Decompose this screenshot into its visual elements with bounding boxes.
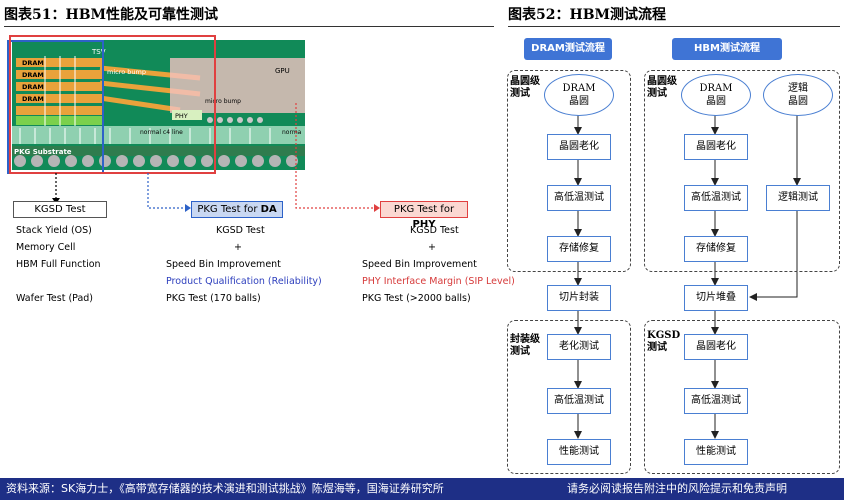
dram-temp-step: 高低温测试 [547,185,611,211]
col2-item: KGSD Test [216,225,265,236]
col1-item: Stack Yield (OS) [16,225,92,236]
col2-item: + [234,242,242,253]
footer-bar: 资料来源：SK海力士，《高带宽存储器的技术演进和测试挑战》陈煜海等，国海证券研究… [0,478,844,500]
col3-item-highlight: PHY Interface Margin (SIP Level) [362,276,515,287]
title-rule [508,26,840,27]
dram-package-level-group [507,320,631,474]
hbm-repair-step: 存储修复 [684,236,748,262]
dram-stack [16,58,102,125]
micro-bump-label-2: micro bump [205,98,241,105]
col3-item: Speed Bin Improvement [362,259,477,270]
phy-block [172,110,202,120]
hbm-wafer-level-group [644,70,840,272]
dram-pkg-temp-step: 高低温测试 [547,388,611,414]
hbm-logic-wafer-text: 逻辑 晶圆 [788,83,808,107]
dram-flow-header: DRAM测试流程 [524,38,612,60]
hbm-pkg-aging-step: 晶圆老化 [684,334,748,360]
figure-51-title: 图表51：HBM性能及可靠性测试 [4,7,219,23]
hbm-aging-step: 晶圆老化 [684,134,748,160]
normal-label: norma [282,129,302,136]
interposer-lines [19,128,271,144]
hbm-cross-section-diagram: PKG Substrate normal c4 line norma DRAM … [7,35,380,212]
tsv-label: TSV [91,48,106,56]
pkg-test-da-box: PKG Test for DA [191,201,283,218]
col2-item-highlight: Product Qualification (Reliability) [166,276,322,287]
da-connector [147,173,185,209]
col3-item: PKG Test (>2000 balls) [362,293,471,304]
pkg-substrate-label: PKG Substrate [14,148,72,156]
hbm-temp-step: 高低温测试 [684,185,748,211]
hbm-logic-test-step: 逻辑测试 [766,185,830,211]
micro-bump-label: micro bump [107,68,146,76]
col1-item: HBM Full Function [16,259,101,270]
col1-item: Memory Cell [16,242,76,253]
dram-dice-step: 切片封装 [547,285,611,311]
pkg-test-da-prefix: PKG Test for [197,204,261,215]
dram-wafer-node: DRAM 晶圆 [544,74,614,116]
hbm-stack-step: 切片堆叠 [684,285,748,311]
pkg-test-phy-bold: PHY [412,219,436,230]
pkg-substrate-bar [12,146,305,156]
figure-52-title: 图表52：HBM测试流程 [508,7,667,23]
dram-label-4: DRAM [22,95,44,103]
gpu-label: GPU [275,67,290,75]
gpu-bumps [207,117,263,123]
dram-label-2: DRAM [22,71,44,79]
dram-package-level-label: 封装级 测试 [510,334,540,357]
dram-perf-step: 性能测试 [547,439,611,465]
hbm-pkg-temp-step: 高低温测试 [684,388,748,414]
col2-item: PKG Test (170 balls) [166,293,261,304]
pkg-test-phy-box: PKG Test for PHY [380,201,468,230]
pkg-test-phy-prefix: PKG Test for [393,204,455,215]
da-outline [9,35,216,174]
interposer [12,126,305,144]
hbm-kgsd-level-label: KGSD 测试 [647,330,681,353]
solder-balls [14,155,298,167]
dram-repair-step: 存储修复 [547,236,611,262]
footer-disclaimer: 请务必阅读报告附注中的风险提示和免责声明 [567,482,787,495]
col1-item: Wafer Test (Pad) [16,293,94,304]
phy-label: PHY [175,112,188,120]
hbm-flow-header: HBM测试流程 [672,38,782,60]
phy-connector [295,103,374,209]
dram-label-3: DRAM [22,83,44,91]
kgsd-test-box: KGSD Test [13,201,107,218]
hbm-dram-wafer-text: DRAM 晶圆 [699,83,733,107]
col3-item: + [428,242,436,253]
dram-pkg-aging-step: 老化测试 [547,334,611,360]
dram-aging-step: 晶圆老化 [547,134,611,160]
title-rule [4,26,494,27]
dram-wafer-level-group [507,70,631,272]
col3-item: KGSD Test [410,225,459,236]
col2-item: Speed Bin Improvement [166,259,281,270]
pkg-test-da-bold: DA [260,204,277,215]
hbm-wafer-level-label: 晶圆级 测试 [647,76,677,99]
footer-source: 资料来源：SK海力士，《高带宽存储器的技术演进和测试挑战》陈煜海等，国海证券研究… [6,482,444,495]
hbm-logic-wafer-node: 逻辑 晶圆 [763,74,833,116]
flow-arrows [574,114,801,439]
dram-wafer-level-label: 晶圆级 测试 [510,76,540,99]
normal-c4-label: normal c4 line [140,129,183,136]
hbm-kgsd-level-group [644,320,840,474]
tsv-pins [44,56,76,126]
hbm-perf-step: 性能测试 [684,439,748,465]
hbm-dram-wafer-node: DRAM 晶圆 [681,74,751,116]
dram-label-1: DRAM [22,59,44,67]
dram-wafer-text: DRAM 晶圆 [562,83,596,107]
gpu-block [170,58,305,113]
